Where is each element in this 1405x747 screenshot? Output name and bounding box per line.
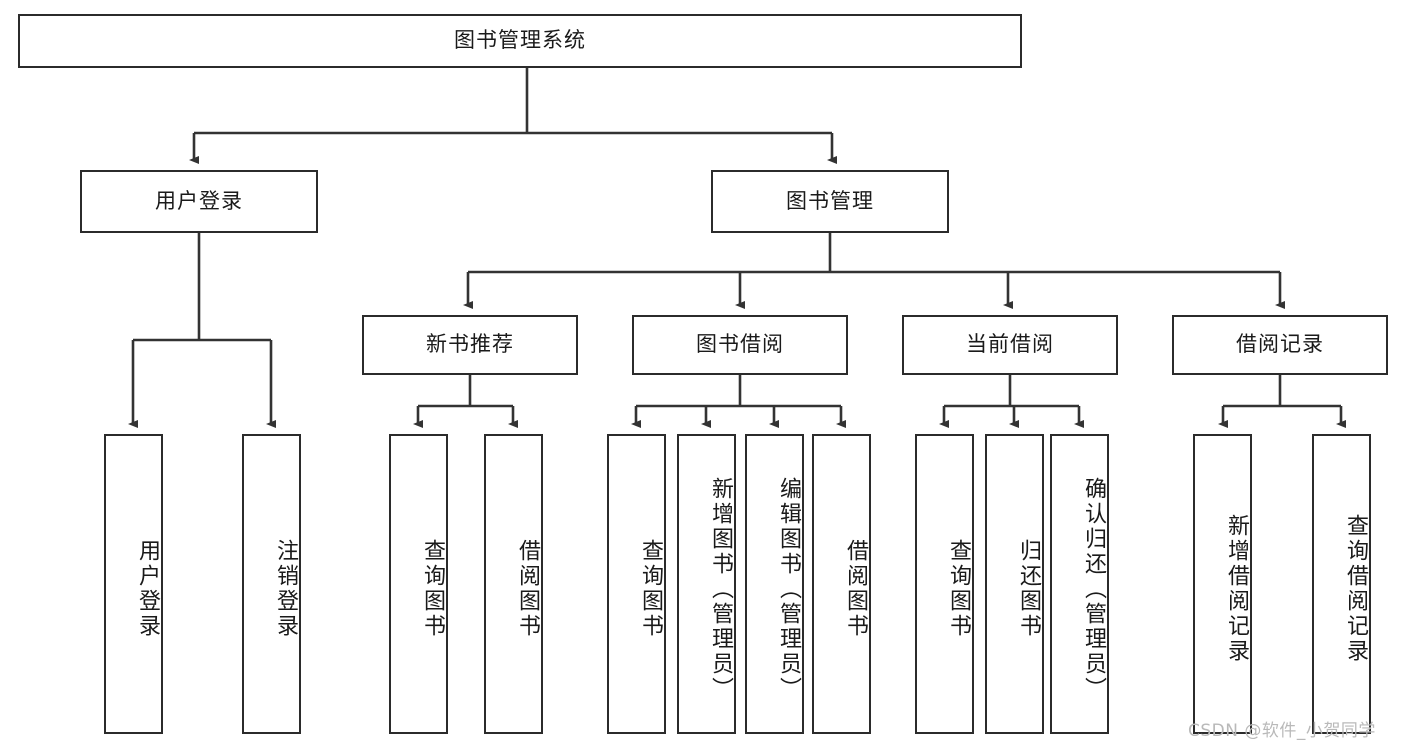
leaf-new-book-rec-1[interactable]: 查询图书 xyxy=(389,434,448,734)
leaf-label: 新增借阅记录 xyxy=(1224,514,1249,664)
node-new-book-rec[interactable]: 新书推荐 xyxy=(362,315,578,375)
node-root[interactable]: 图书管理系统 xyxy=(18,14,1022,68)
leaf-label: 用户登录 xyxy=(135,539,160,639)
leaf-current-borrow-1[interactable]: 查询图书 xyxy=(915,434,974,734)
leaf-user-login-1[interactable]: 用户登录 xyxy=(104,434,163,734)
leaf-book-borrow-1[interactable]: 查询图书 xyxy=(607,434,666,734)
node-user-login-label: 用户登录 xyxy=(155,188,243,213)
leaf-borrow-record-2[interactable]: 查询借阅记录 xyxy=(1312,434,1371,734)
leaf-label: 归还图书 xyxy=(1016,539,1041,639)
leaf-current-borrow-2[interactable]: 归还图书 xyxy=(985,434,1044,734)
node-root-label: 图书管理系统 xyxy=(454,28,586,53)
node-new-book-rec-label: 新书推荐 xyxy=(426,332,514,357)
leaf-current-borrow-3[interactable]: 确认归还（管理员） xyxy=(1050,434,1109,734)
leaf-label: 确认归还（管理员） xyxy=(1081,476,1106,702)
node-book-manage-label: 图书管理 xyxy=(786,188,874,213)
node-book-borrow-label: 图书借阅 xyxy=(696,332,784,357)
node-current-borrow[interactable]: 当前借阅 xyxy=(902,315,1118,375)
leaf-label: 查询图书 xyxy=(420,539,445,639)
node-current-borrow-label: 当前借阅 xyxy=(966,332,1054,357)
leaf-book-borrow-4[interactable]: 借阅图书 xyxy=(812,434,871,734)
node-book-manage[interactable]: 图书管理 xyxy=(711,170,949,233)
leaf-label: 借阅图书 xyxy=(843,539,868,639)
node-book-borrow[interactable]: 图书借阅 xyxy=(632,315,848,375)
leaf-book-borrow-2[interactable]: 新增图书（管理员） xyxy=(677,434,736,734)
leaf-book-borrow-3[interactable]: 编辑图书（管理员） xyxy=(745,434,804,734)
node-borrow-record[interactable]: 借阅记录 xyxy=(1172,315,1388,375)
leaf-label: 查询借阅记录 xyxy=(1343,514,1368,664)
leaf-label: 查询图书 xyxy=(946,539,971,639)
leaf-label: 编辑图书（管理员） xyxy=(776,476,801,702)
leaf-new-book-rec-2[interactable]: 借阅图书 xyxy=(484,434,543,734)
leaf-label: 借阅图书 xyxy=(515,539,540,639)
leaf-label: 新增图书（管理员） xyxy=(708,476,733,702)
leaf-user-login-2[interactable]: 注销登录 xyxy=(242,434,301,734)
leaf-borrow-record-1[interactable]: 新增借阅记录 xyxy=(1193,434,1252,734)
leaf-label: 注销登录 xyxy=(273,539,298,639)
node-borrow-record-label: 借阅记录 xyxy=(1236,332,1324,357)
node-user-login[interactable]: 用户登录 xyxy=(80,170,318,233)
leaf-label: 查询图书 xyxy=(638,539,663,639)
